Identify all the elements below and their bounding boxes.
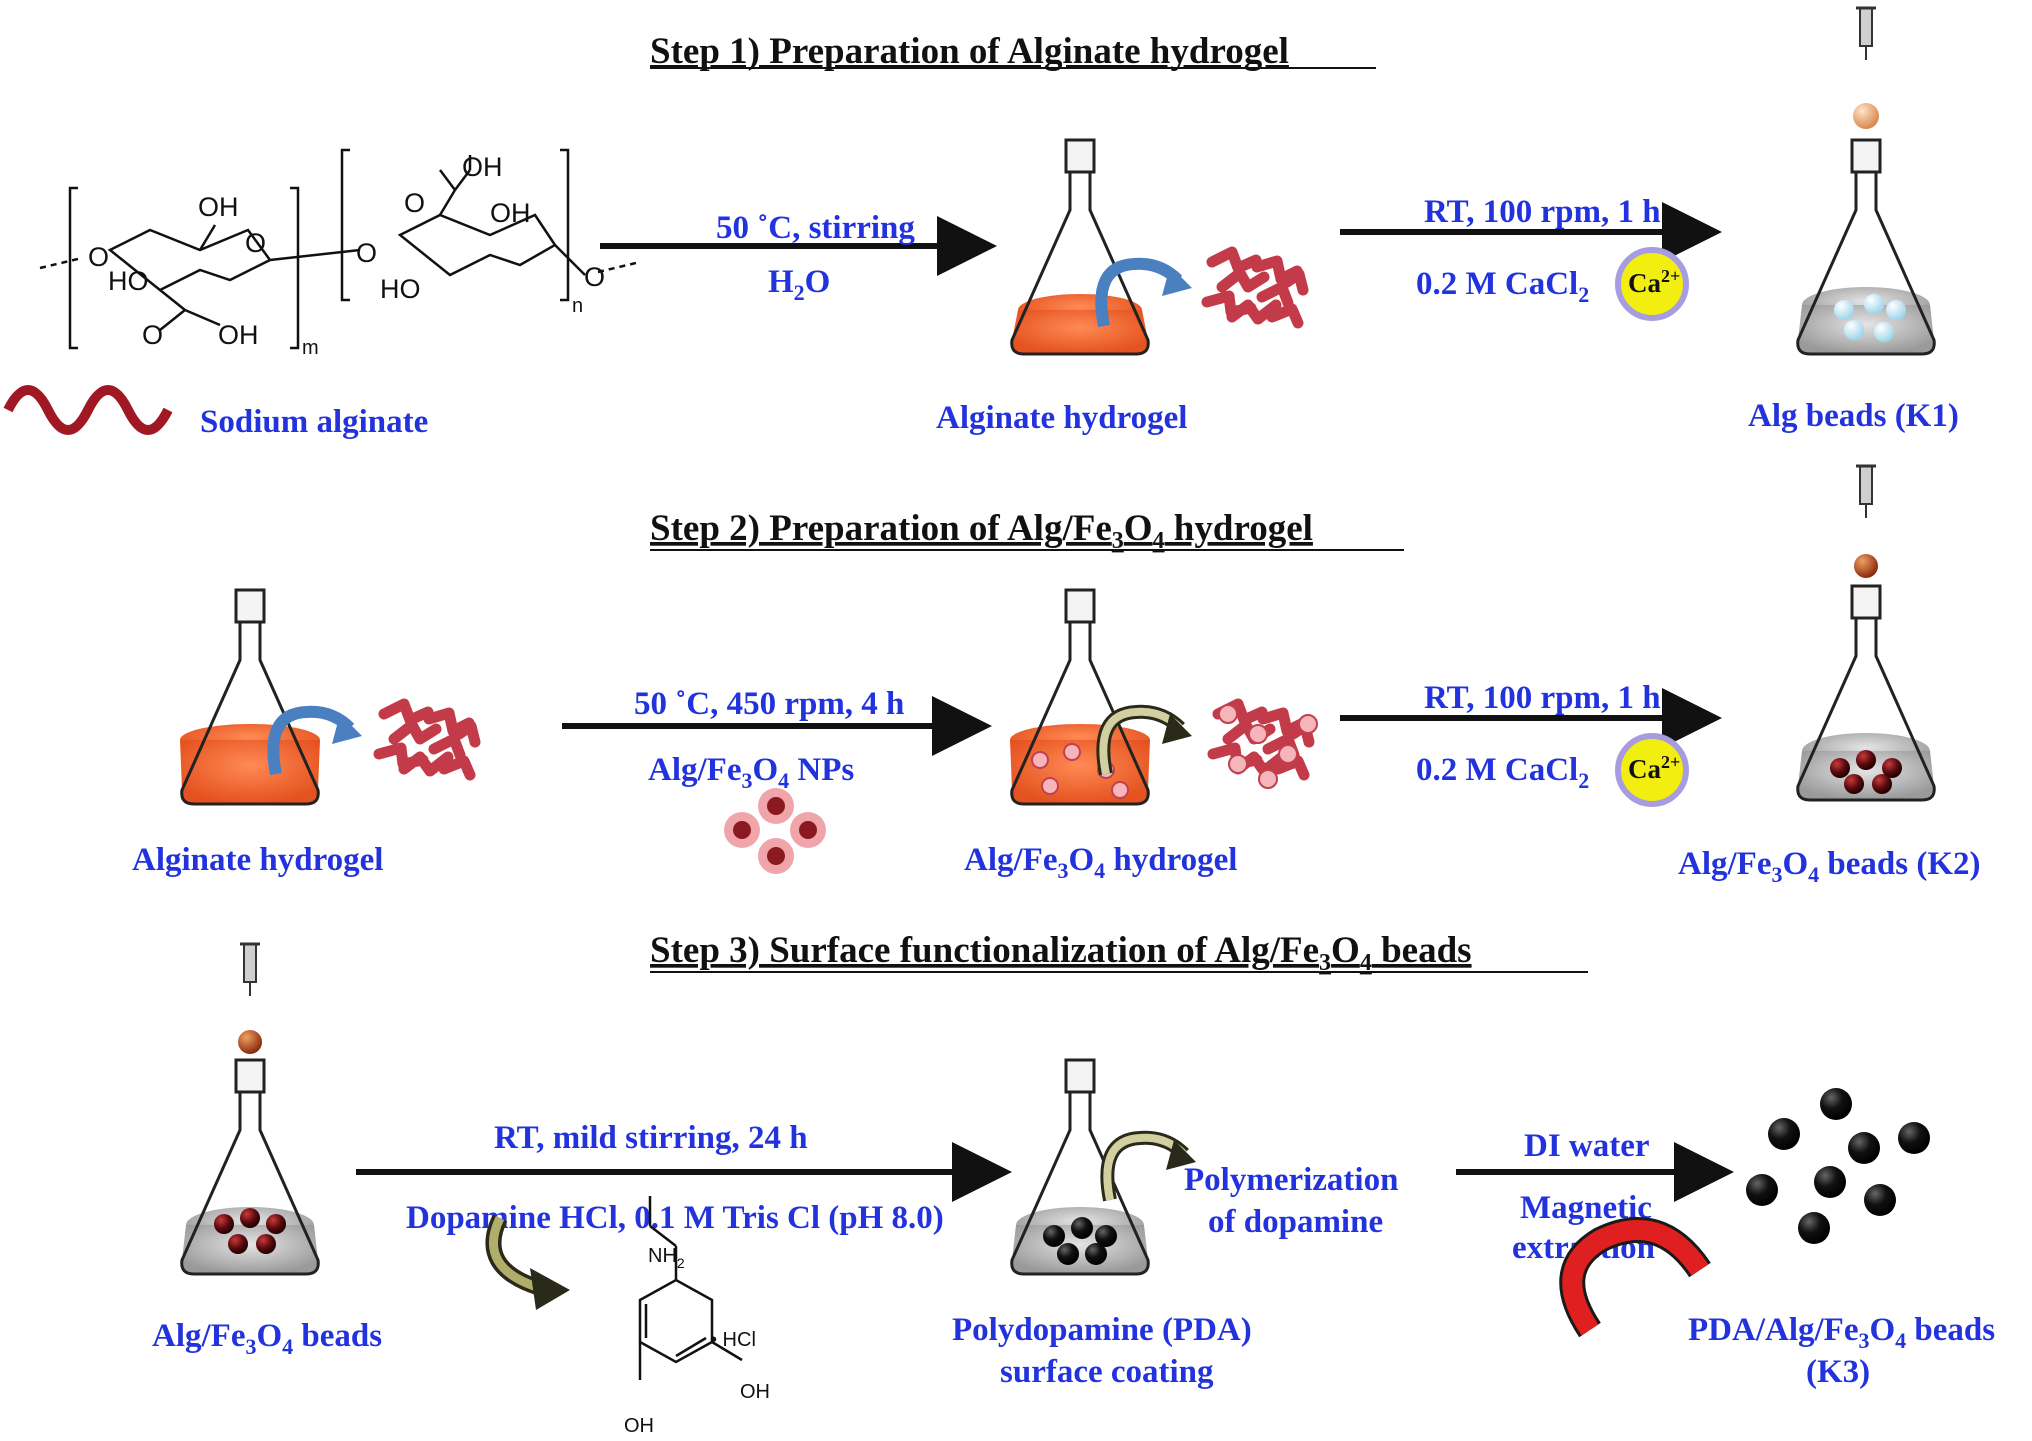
polymer-wave-icon: [3, 385, 173, 435]
step2-title: Step 2) Preparation of Alg/Fe3O4 hydroge…: [650, 508, 1313, 554]
arrow-reagent: 0.2 M CaCl2: [1416, 266, 1589, 307]
label-sodium-alginate: Sodium alginate: [200, 404, 428, 440]
chem-label: O: [142, 320, 163, 350]
chem-label: OH: [624, 1415, 654, 1437]
hydrogel-network-icon: [1213, 704, 1318, 789]
arrow-condition: RT, 100 rpm, 1 h: [1424, 680, 1661, 716]
arrow-reagent: Alg/Fe3O4 NPs: [648, 752, 854, 793]
chem-label: O: [584, 262, 605, 292]
chem-label: HO: [380, 274, 421, 304]
chem-label: OH: [462, 152, 503, 182]
final-beads-icon: [1746, 1088, 1930, 1244]
chem-label: n: [572, 295, 583, 317]
chem-label: O: [356, 238, 377, 268]
arrow-condition: 50 ˚C, stirring: [716, 210, 915, 246]
ion-label: Ca2+: [1628, 752, 1680, 784]
droplet-icon: [1853, 103, 1879, 129]
flask-icon: [1010, 1058, 1150, 1276]
label-polymerization: Polymerization: [1184, 1162, 1398, 1198]
alginate-structure: [39, 148, 641, 350]
step3-title: Step 3) Surface functionalization of Alg…: [650, 930, 1472, 976]
flask-icon: [180, 588, 320, 806]
chem-label: m: [302, 337, 319, 359]
chem-label: NH2: [648, 1245, 685, 1271]
arrow-condition: RT, 100 rpm, 1 h: [1424, 194, 1661, 230]
curved-arrow-icon: [267, 705, 355, 776]
step1-title: Step 1) Preparation of Alginate hydrogel: [650, 31, 1289, 72]
arrow-condition: 50 ˚C, 450 rpm, 4 h: [634, 686, 904, 722]
calcium-ion-icon: [1615, 733, 1689, 807]
chem-label: OH: [218, 320, 259, 350]
syringe-icon: [1854, 6, 1878, 62]
flask-icon: [1010, 138, 1150, 356]
label-alg-fe3o4-hydrogel: Alg/Fe3O4 hydrogel: [964, 842, 1237, 883]
flask-icon: [1010, 588, 1150, 806]
flask-icon: [180, 1058, 320, 1276]
label-k3: (K3): [1806, 1354, 1870, 1390]
syringe-icon: [1854, 464, 1878, 520]
arrow-reagent: H2O: [768, 264, 830, 305]
chem-label: HO: [108, 266, 149, 296]
chem-label: O: [404, 188, 425, 218]
arrow-condition: RT, mild stirring, 24 h: [494, 1120, 808, 1156]
dopamine-structure: [638, 1196, 743, 1380]
nanoparticles-icon: [724, 788, 826, 874]
arrow-reagent: 0.2 M CaCl2: [1416, 752, 1589, 793]
label-alginate-hydrogel: Alginate hydrogel: [936, 400, 1187, 436]
droplet-icon: [1854, 554, 1878, 578]
chem-label: OH: [740, 1381, 770, 1403]
chem-label: O: [245, 228, 266, 258]
chem-label: OH: [198, 192, 239, 222]
chem-label: OH: [490, 198, 531, 228]
calcium-ion-icon: [1615, 247, 1689, 321]
arrow-reagent: Dopamine HCl, 0.1 M Tris Cl (pH 8.0): [406, 1200, 944, 1236]
hydrogel-network-icon: [379, 704, 475, 775]
curved-arrow-icon: [1095, 257, 1183, 328]
chem-label: • HCl: [710, 1329, 756, 1351]
flask-icon: [1796, 584, 1936, 802]
flask-icon: [1796, 138, 1936, 356]
label-surface-coating: surface coating: [1000, 1354, 1214, 1390]
arrow-condition: DI water: [1524, 1128, 1650, 1164]
label-pda-coating: Polydopamine (PDA): [952, 1312, 1252, 1348]
label-of-dopamine: of dopamine: [1208, 1204, 1383, 1240]
label-alginate-hydrogel: Alginate hydrogel: [132, 842, 383, 878]
hydrogel-network-icon: [1207, 252, 1303, 323]
label-alg-fe3o4-beads: Alg/Fe3O4 beads: [152, 1318, 382, 1359]
label-alg-beads-k1: Alg beads (K1): [1748, 398, 1959, 434]
chem-label: O: [88, 242, 109, 272]
label-alg-fe3o4-beads-k2: Alg/Fe3O4 beads (K2): [1678, 846, 1981, 887]
label-pda-alg-fe3o4-beads: PDA/Alg/Fe3O4 beads: [1688, 1312, 1995, 1353]
droplet-icon: [238, 1030, 262, 1054]
ion-label: Ca2+: [1628, 266, 1680, 298]
syringe-icon: [238, 942, 262, 998]
